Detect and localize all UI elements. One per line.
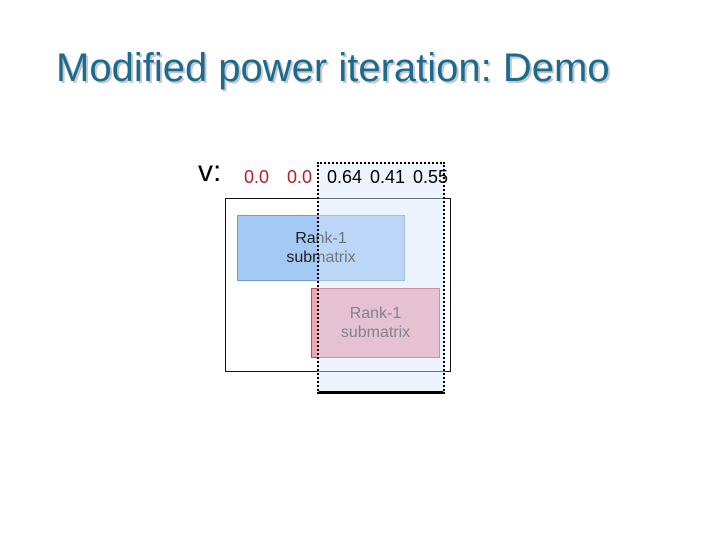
vector-label: v: bbox=[198, 155, 222, 188]
vector-value-1: 0.0 bbox=[244, 167, 270, 187]
slide-title: Modified power iteration: Demo bbox=[56, 46, 610, 90]
vector-value-3: 0.64 bbox=[327, 167, 363, 187]
rank1-submatrix-pink-label-line1: Rank-1 bbox=[349, 304, 402, 322]
rank1-submatrix-pink: Rank-1 submatrix bbox=[311, 288, 440, 358]
rank1-submatrix-pink-label-line2: submatrix bbox=[340, 324, 411, 341]
vector-value-4: 0.41 bbox=[370, 167, 406, 187]
rank1-submatrix-blue-label-line1: Rank-1 bbox=[295, 229, 347, 247]
rank1-submatrix-blue: Rank-1 submatrix bbox=[237, 215, 405, 281]
vector-value-2: 0.0 bbox=[287, 167, 313, 187]
selection-overlay bbox=[317, 162, 445, 394]
rank1-submatrix-blue-label-line2: submatrix bbox=[286, 249, 356, 266]
vector-value-5: 0.55 bbox=[413, 167, 449, 187]
